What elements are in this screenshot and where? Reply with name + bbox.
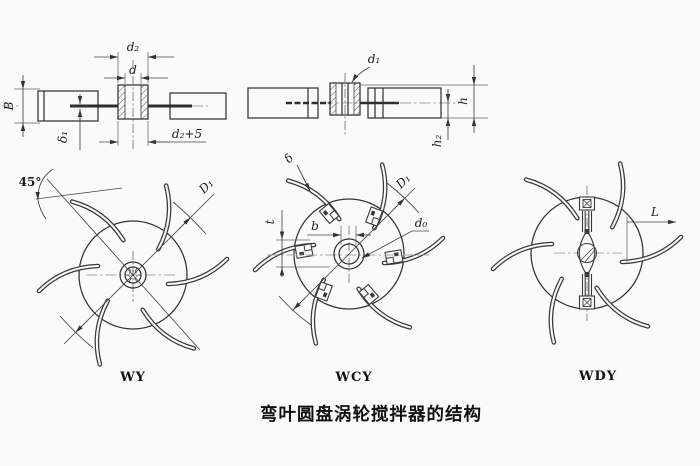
turbine-wcy: b t δ D₁ d₀ WCY [255,151,443,385]
dim-label-delta1: δ₁ [56,131,70,143]
dim-b: b [307,219,371,245]
figure-caption: 弯叶圆盘涡轮搅拌器的结构 [260,404,482,425]
dim-d0: d₀ [361,216,429,259]
hub-hatch [353,82,361,116]
dim-label-d: d [129,63,137,77]
hub-hatch [329,82,337,116]
dim-B: B [2,75,40,137]
disc-circle [293,198,405,310]
dim-label-h2: h₂ [430,135,444,148]
disc-circle [78,220,188,330]
turbine-wdy-label: WDY [578,369,617,384]
dim-label-t: t [263,219,277,224]
dim-label-h: h [456,97,470,105]
dim-label-d2-plus-5: d₂+5 [172,127,202,141]
dim-h: h [456,65,477,133]
dim-label-d0: d₀ [415,216,428,230]
dim-h2: h₂ [430,89,451,148]
dim-delta1: δ₁ [56,94,83,150]
turbine-wy-label: WY [119,370,146,385]
dim-d2-plus-5: d₂+5 [99,121,206,146]
dim-label-L: L [650,205,659,219]
turbine-wcy-label: WCY [334,370,372,385]
dim-label-d2: d₂ [127,40,140,54]
dim-d1: d₁ [351,52,381,83]
hub [119,261,147,289]
dim-label-d1: d₁ [368,52,381,66]
hub-wall-hatch [140,84,149,120]
dim-t: t [263,210,330,277]
section-view-left: d₂ d B δ₁ [2,40,227,150]
dim-L: L [626,205,676,262]
left-blade-plate [247,87,319,119]
dim-label-b: b [311,219,319,233]
turbine-wdy: L WDY [493,164,681,384]
dim-d: d [104,63,168,84]
dim-angle-45: 45° [19,168,201,351]
turbine-wy: D₁ 45° WY [19,168,227,385]
dim-label-B: B [2,101,16,111]
hub-bore [577,243,597,263]
dim-label-angle: 45° [19,175,42,189]
section-view-right: d₁ h h₂ [247,52,488,148]
center-strap [577,196,597,310]
hub-wall-hatch [117,84,126,120]
